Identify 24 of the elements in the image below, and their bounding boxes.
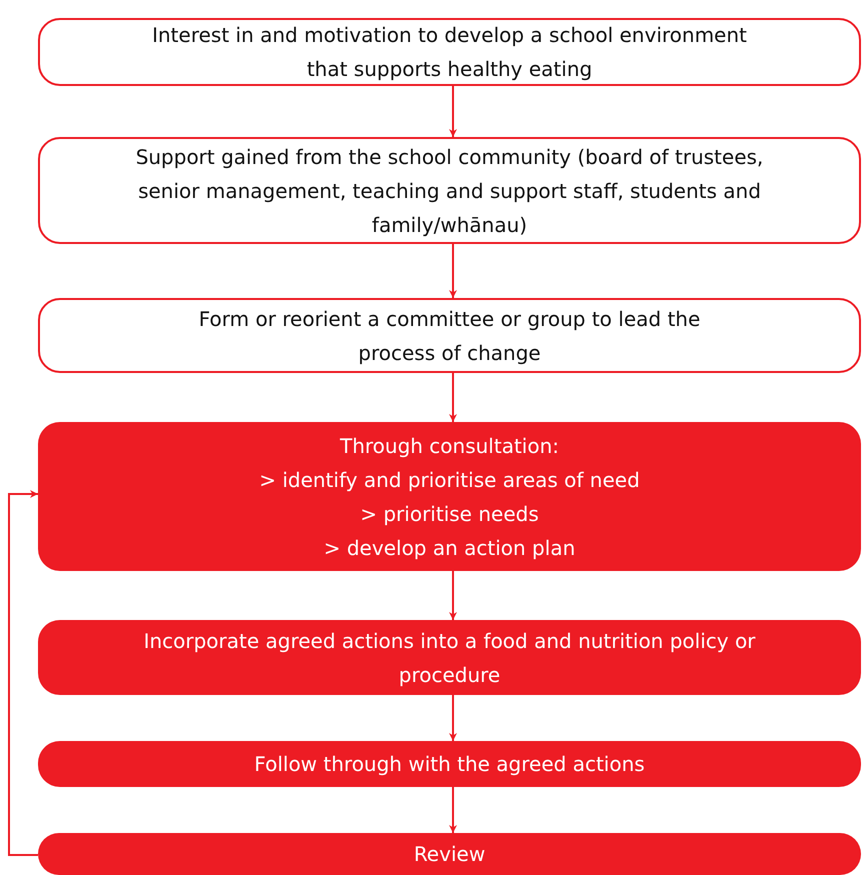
- step-text: Incorporate agreed actions into a food and nutrition policy or procedure: [142, 628, 756, 688]
- filled-step-box: [38, 833, 861, 875]
- arrow: [449, 787, 457, 833]
- step-text: Form or reorient a committee or group to lead the process of change: [198, 306, 702, 366]
- arrow: [449, 373, 457, 422]
- step-text: Through consultation:: [340, 432, 560, 460]
- step-box: [38, 18, 861, 86]
- arrow: [449, 244, 457, 298]
- step-text: Support gained from the school community (board of trustees, senior management, teaching and support staff, students and family/whānau): [134, 144, 764, 238]
- filled-step-box: [38, 741, 861, 787]
- step-text: > identify and prioritise areas of need: [259, 466, 640, 494]
- step-text: Interest in and motivation to develop a school environment that supports healthy eating: [151, 22, 748, 83]
- step-text: Review: [414, 841, 486, 868]
- filled-step-box: [38, 422, 861, 571]
- filled-step-box: [38, 620, 861, 695]
- step-box: [38, 298, 861, 373]
- arrow: [449, 695, 457, 741]
- step-text: Follow through with the agreed actions: [254, 751, 645, 778]
- step-text: > develop an action plan: [324, 534, 576, 562]
- step-text: > prioritise needs: [360, 500, 539, 528]
- arrow: [449, 571, 457, 620]
- feedback-arrow: [8, 490, 38, 856]
- step-box: [38, 137, 861, 244]
- arrow: [449, 86, 457, 137]
